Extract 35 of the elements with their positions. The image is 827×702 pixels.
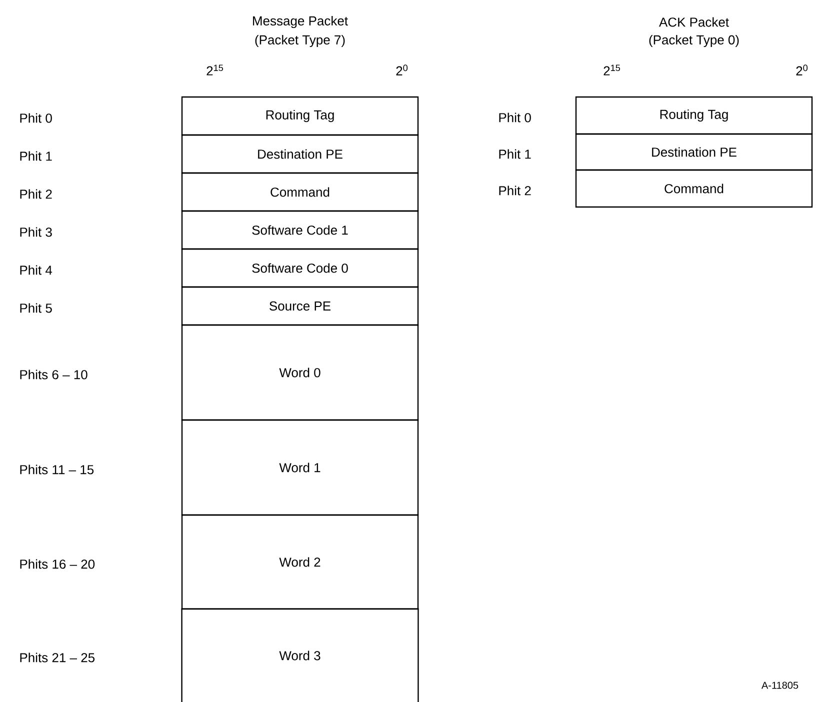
bit-label: 2$^{0}$ xyxy=(396,64,408,76)
field-box: Word 0 xyxy=(181,324,419,421)
bit-label: 2$^{15}$ xyxy=(206,64,224,76)
field-box: Destination PE xyxy=(181,134,419,174)
row-label: Phits 16 – 20 xyxy=(20,559,95,569)
field-box: Word 2 xyxy=(181,514,419,610)
field-box: Word 1 xyxy=(181,419,419,516)
row-label: Phit 5 xyxy=(20,303,52,313)
row-label: Phits 11 – 15 xyxy=(20,464,94,474)
row-label: Phit 2 xyxy=(20,189,52,199)
field-box: Word 3 xyxy=(181,608,419,702)
heading-text: ACK Packet xyxy=(659,17,729,27)
field-box: Routing Tag xyxy=(181,96,419,136)
row-label: Phit 0 xyxy=(20,113,52,123)
field-box: Destination PE xyxy=(575,133,813,171)
bit-label: 2$^{0}$ xyxy=(796,64,808,76)
row-label: Phits 6 – 10 xyxy=(20,370,88,380)
row-label: Phit 2 xyxy=(499,186,531,196)
field-box: Software Code 0 xyxy=(181,248,419,288)
heading-text: (Packet Type 7) xyxy=(255,34,345,48)
heading-text: Message Packet xyxy=(253,16,348,28)
row-label: Phit 4 xyxy=(20,265,52,275)
row-label: Phit 1 xyxy=(20,151,52,161)
field-box: Command xyxy=(575,169,813,208)
heading-text: (Packet Type 0) xyxy=(649,34,739,48)
figure-id: A-11805 xyxy=(762,682,798,689)
field-box: Source PE xyxy=(181,286,419,326)
row-label: Phit 0 xyxy=(499,112,531,122)
row-label: Phit 3 xyxy=(20,227,52,237)
bit-label: 2$^{15}$ xyxy=(604,64,620,76)
row-label: Phits 21 – 25 xyxy=(20,652,95,662)
field-box: Command xyxy=(181,172,419,212)
field-box: Routing Tag xyxy=(575,96,813,135)
field-box: Software Code 1 xyxy=(181,210,419,250)
row-label: Phit 1 xyxy=(499,149,531,159)
